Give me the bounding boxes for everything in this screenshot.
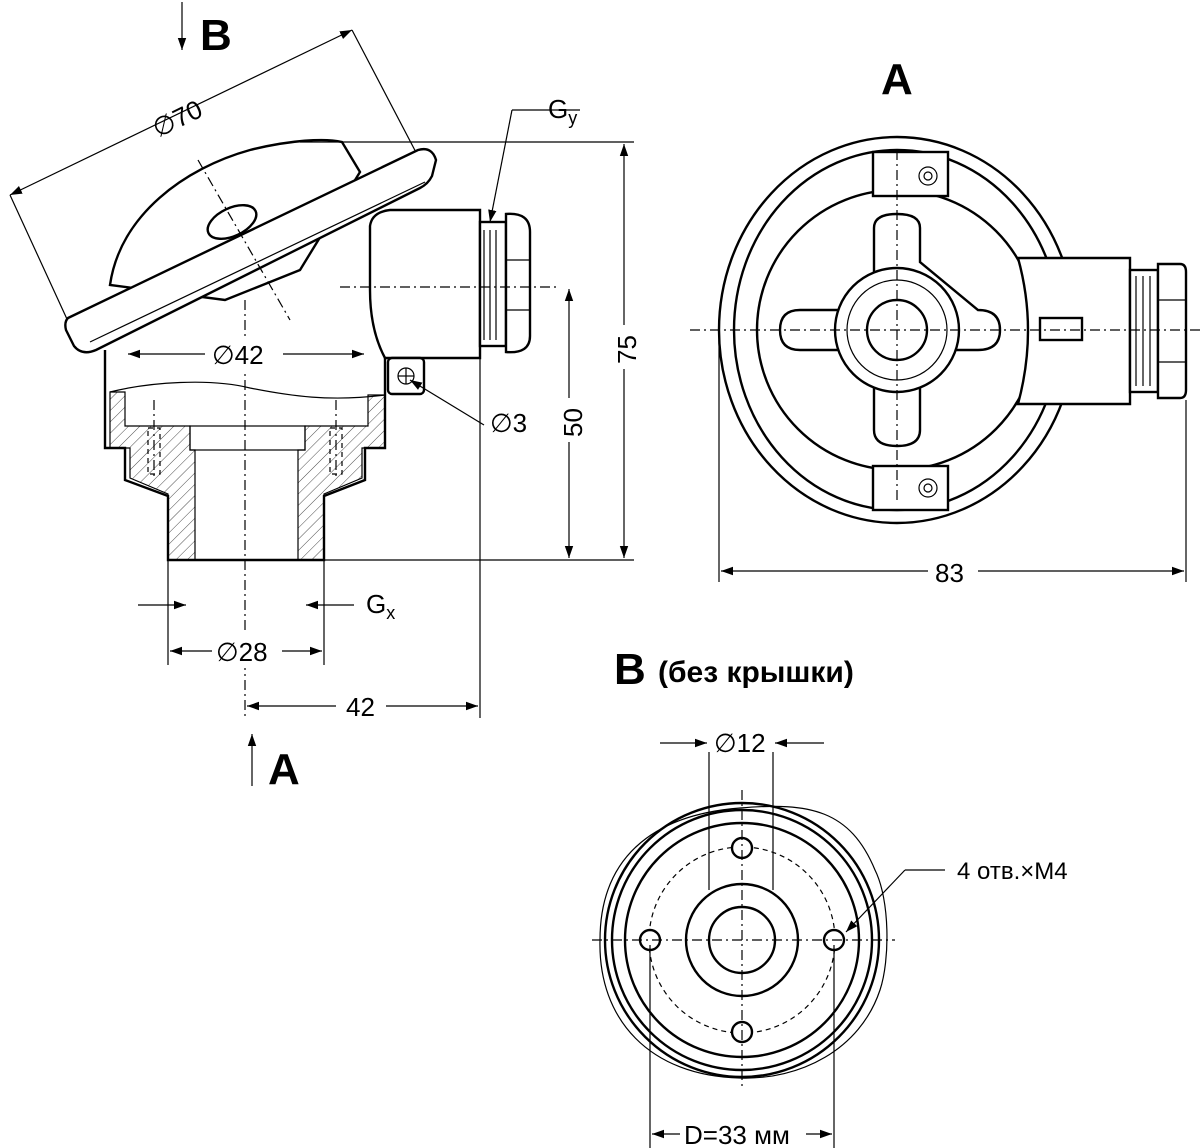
label-mask — [212, 632, 282, 668]
cable-entry-boss — [368, 208, 482, 360]
front-bottom-tab — [871, 464, 950, 512]
cover-ext-line-left — [9, 194, 73, 331]
gland-nut — [504, 212, 532, 354]
label-mask — [205, 336, 283, 370]
label-mask — [606, 325, 642, 369]
holes-note-label: 4 отв.×M4 — [957, 858, 1068, 885]
cover-knob — [206, 204, 258, 240]
front-view-title: A — [881, 55, 913, 104]
front-top-screw-inner — [923, 171, 933, 181]
pcd-label: D=33 мм — [684, 1120, 790, 1148]
front-earth-lug — [1038, 316, 1084, 342]
cover-ext-line-right — [351, 29, 421, 161]
hole-diameter-label: ∅3 — [490, 408, 527, 438]
section-hatch-left — [109, 391, 196, 561]
view-b-label: B — [200, 11, 232, 60]
front-view: A 83 — [690, 55, 1200, 588]
side-view: B ∅70 — [9, 2, 642, 794]
hole-leader — [409, 379, 485, 426]
height-50-label: 50 — [558, 408, 588, 437]
gx-label: Gx — [366, 589, 395, 623]
bottom-view: B (без крышки) ∅12 4 отв.×M4 D=33 мм — [592, 645, 1068, 1148]
label-mask — [336, 688, 386, 724]
bottom-view-note: (без крышки) — [658, 656, 854, 689]
section-break-line — [109, 381, 386, 399]
offset-label: 42 — [346, 692, 375, 722]
holes-leader — [845, 869, 906, 933]
bottom-outer-outline — [599, 805, 888, 1079]
body-diameter-label: ∅42 — [212, 340, 264, 370]
cover-diameter-label: ∅70 — [147, 94, 207, 144]
view-a-label: A — [268, 745, 300, 794]
label-mask — [928, 552, 978, 588]
label-mask — [551, 398, 587, 442]
gy-label: Gy — [548, 94, 577, 128]
center-diameter-label: ∅12 — [714, 728, 766, 758]
width-label: 83 — [935, 558, 964, 588]
front-bottom-screw-inner — [923, 483, 933, 493]
height-total-label: 75 — [612, 335, 642, 364]
front-bottom-screw — [918, 478, 938, 498]
front-top-tab — [871, 150, 950, 198]
cover-plate-edge — [89, 181, 426, 343]
cover-diameter-dim-line — [9, 29, 353, 196]
front-gland-thread — [1128, 268, 1160, 394]
inner-step — [189, 425, 306, 451]
label-mask — [680, 1116, 806, 1148]
base-diameter-label: ∅28 — [216, 637, 268, 667]
bottom-view-title: B — [614, 645, 646, 694]
front-top-screw — [918, 166, 938, 186]
front-gland-nut — [1156, 262, 1188, 400]
section-hatch-right — [297, 394, 386, 561]
gy-leader — [488, 109, 513, 223]
